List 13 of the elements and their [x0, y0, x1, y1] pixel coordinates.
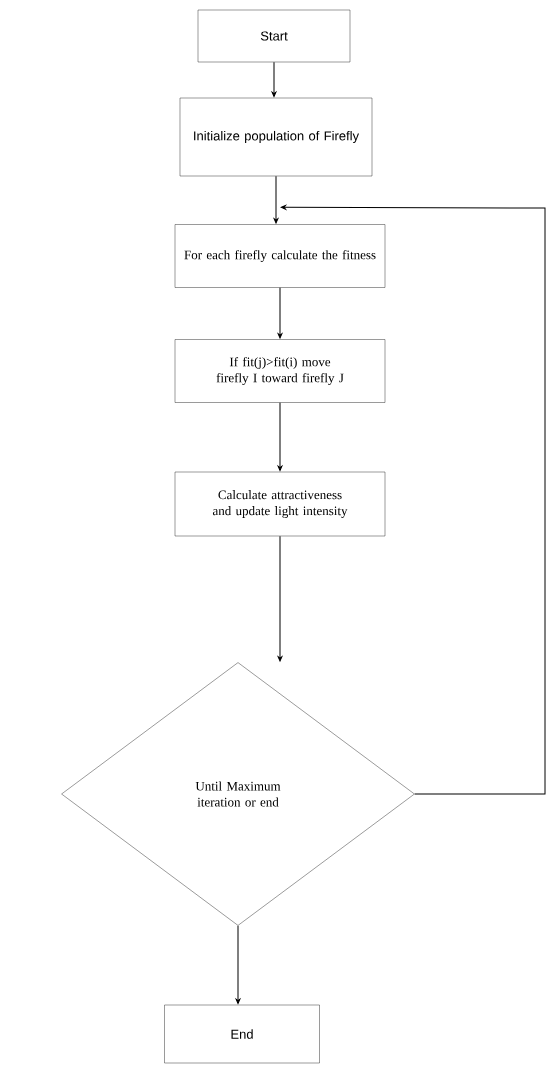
process-box: For each firefly calculate the fitness	[174, 224, 386, 288]
arrow	[277, 402, 283, 472]
process-box: If fit(j)>fit(i) move firefly I toward firefly J	[174, 339, 386, 403]
start-box: Start	[197, 9, 351, 63]
process-box: Initialize population of Firefly	[179, 97, 373, 177]
arrow	[273, 175, 279, 224]
arrow	[277, 535, 283, 662]
arrow	[235, 925, 241, 1005]
arrow	[277, 287, 283, 339]
process-box: Calculate attractiveness and update light intensity	[174, 471, 386, 537]
arrow	[280, 205, 546, 795]
arrow	[271, 61, 277, 98]
end-box: End	[164, 1004, 320, 1064]
